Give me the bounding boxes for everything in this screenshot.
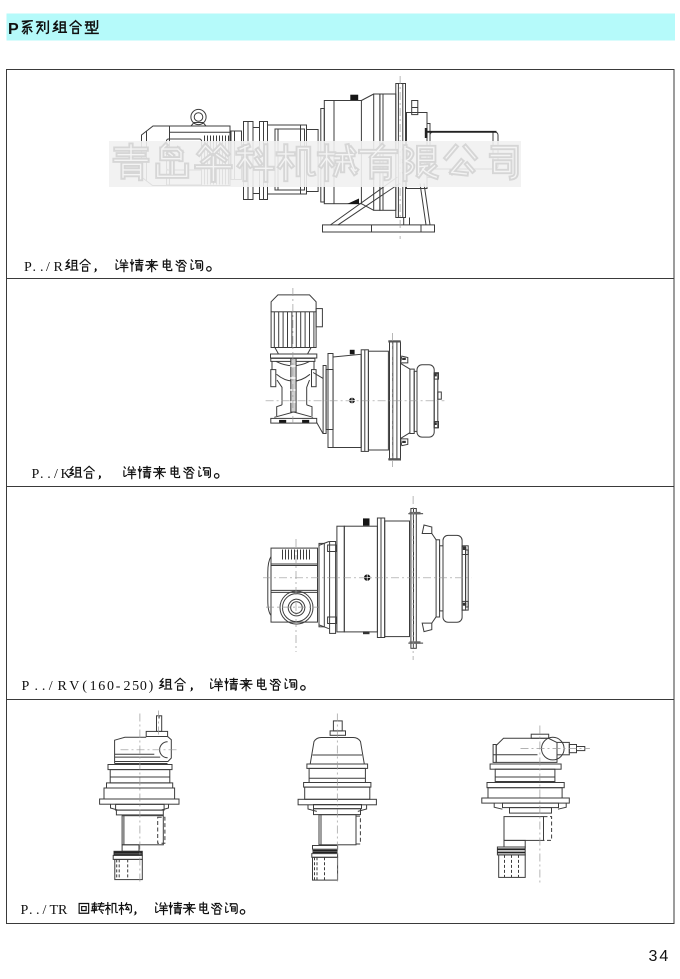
svg-text:P../TR: P../TR — [21, 903, 69, 918]
svg-text:P: P — [8, 21, 19, 38]
svg-text:34: 34 — [649, 948, 671, 965]
